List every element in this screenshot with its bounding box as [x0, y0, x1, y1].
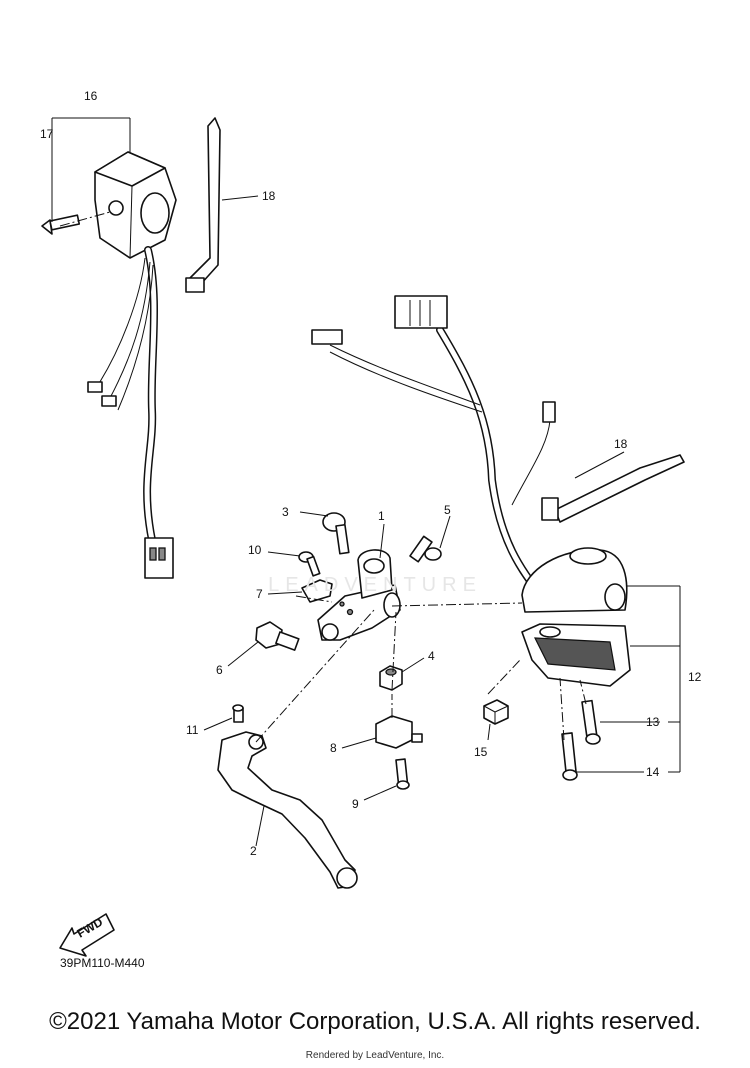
rendered-by-notice: Rendered by LeadVenture, Inc.: [305, 1050, 445, 1061]
leader-lines: [51, 117, 681, 847]
left-switch-wiring: [87, 246, 174, 579]
part-label: 15: [474, 745, 488, 759]
screw-13: [581, 699, 601, 745]
screw-17: [41, 214, 81, 235]
part-label: 8: [330, 741, 337, 755]
part-15: [483, 699, 509, 725]
part-label: 16: [84, 89, 98, 103]
part-label: 2: [250, 844, 257, 858]
diagram-code: 39PM110-M440: [60, 956, 145, 970]
part-label: 6: [216, 663, 223, 677]
bolt-3: [322, 512, 350, 555]
part-label: 14: [646, 765, 660, 779]
cable-tie-18-left: [185, 117, 221, 293]
switch-8: [375, 715, 423, 749]
cable-tie-18-right: [541, 454, 685, 523]
screw-14: [561, 732, 578, 781]
nut-4: [379, 665, 403, 691]
watermark: LEADVENTURE: [268, 574, 482, 596]
part-label: 3: [282, 505, 289, 519]
part-label: 5: [444, 503, 451, 517]
left-handlebar-switch: [94, 151, 177, 259]
pin-11: [232, 704, 244, 723]
part-label: 18: [262, 189, 276, 203]
right-handlebar-switch: [521, 547, 631, 687]
part-label: 11: [186, 723, 199, 737]
copyright-notice: ©2021 Yamaha Motor Corporation, U.S.A. A…: [49, 1008, 701, 1035]
part-label: 17: [40, 127, 54, 141]
screw-10: [298, 551, 321, 577]
part-label: 9: [352, 797, 359, 811]
part-label: 7: [256, 587, 263, 601]
direction-arrow-icon: FWD: [59, 913, 115, 957]
part-label: 10: [248, 543, 262, 557]
lever-bracket: [317, 549, 401, 641]
clutch-lever: [217, 731, 358, 889]
part-label: 4: [428, 649, 435, 663]
part-label: 18: [614, 437, 628, 451]
part-label: 12: [688, 670, 702, 684]
part-label: 1: [378, 509, 385, 523]
screw-9: [395, 758, 410, 790]
bolt-5: [409, 535, 442, 563]
bolt-6: [255, 621, 300, 651]
switch-7: [301, 579, 333, 603]
part-label: 13: [646, 715, 660, 729]
right-switch-wiring: [311, 295, 556, 604]
